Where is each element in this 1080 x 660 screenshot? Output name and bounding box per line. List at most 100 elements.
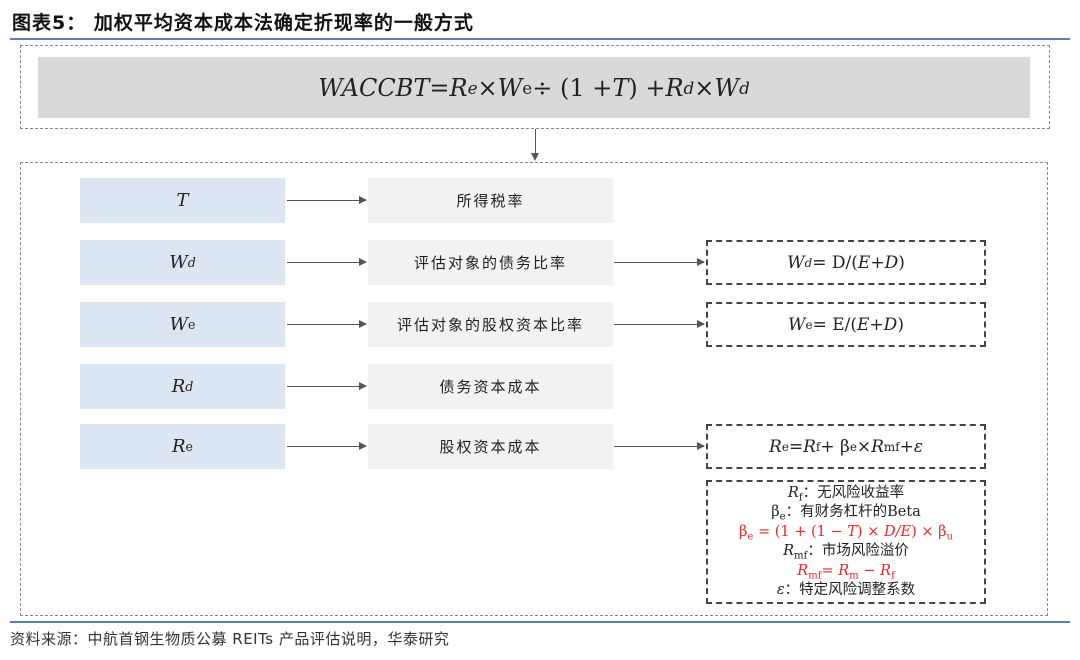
formula-token: mf <box>808 570 822 582</box>
formula-token: × <box>856 436 872 457</box>
formula-token: R <box>665 73 684 102</box>
arrow <box>287 258 367 266</box>
formula-token: W <box>788 314 806 335</box>
formula-token: W <box>497 73 523 102</box>
arrow <box>287 196 367 204</box>
formula-token: D <box>883 314 898 335</box>
formula-token: R <box>171 436 186 457</box>
note-line: ε：特定风险调整系数 <box>777 581 915 601</box>
formula-token: R <box>787 484 799 501</box>
description-box: 所得税率 <box>368 178 613 223</box>
formula-token: R <box>880 562 892 579</box>
formula-token: ε <box>913 436 923 457</box>
components-frame <box>20 162 1048 616</box>
formula-token: W <box>714 73 740 102</box>
formula-token: β <box>771 504 780 520</box>
formula-token: T <box>176 190 189 211</box>
formula-token: WACCBT <box>318 73 430 102</box>
formula-token: ÷ (1 + <box>532 73 613 102</box>
formula-token: + β <box>820 436 850 457</box>
formula-token: ) <box>898 252 905 273</box>
formula-token: R <box>838 562 850 579</box>
note-line: βe：有财务杠杆的Beta <box>771 503 921 523</box>
formula-token: ：有财务杠杆的Beta <box>785 504 921 520</box>
formula-token: ) <box>897 314 904 335</box>
down-arrow <box>535 129 536 157</box>
note-line: βe = (1 + (1 − T) × D/E) × βu <box>739 523 953 543</box>
note-line: Rf：无风险收益率 <box>788 484 904 504</box>
down-arrow-head <box>531 153 539 161</box>
figure-title: 图表5： 加权平均资本成本法确定折现率的一般方式 <box>12 12 474 34</box>
source-rule <box>10 621 1070 623</box>
formula-token: + <box>899 436 914 457</box>
formula-token: f <box>891 570 895 582</box>
formula-token: = <box>788 436 804 457</box>
formula-token: e <box>779 511 786 523</box>
formula-token: W <box>169 252 188 273</box>
formula-token: ) × β <box>911 523 947 540</box>
arrow <box>614 320 705 328</box>
formula-token: R <box>797 562 809 579</box>
formula-token: × <box>477 73 498 102</box>
description-box: 评估对象的债务比率 <box>368 240 613 285</box>
formula-token: R <box>871 436 884 457</box>
formula-token: + <box>870 252 885 273</box>
formula-token: ：特定风险调整系数 <box>784 582 916 598</box>
formula-token: = <box>821 562 839 579</box>
description-box: 股权资本成本 <box>368 424 613 469</box>
formula-token: mf <box>794 550 808 562</box>
formula-token: T <box>612 73 629 102</box>
formula-token: W <box>787 252 805 273</box>
top-formula-frame <box>20 45 1050 129</box>
formula-token: ) × <box>856 523 884 540</box>
formula-token: × <box>694 73 715 102</box>
formula-token: ：无风险收益率 <box>802 484 905 501</box>
formula-token: u <box>946 531 954 543</box>
formula-token: E <box>857 314 870 335</box>
source-text: 资料来源：中航首钢生物质公募 REITs 产品评估说明，华泰研究 <box>10 630 450 648</box>
formula-token: D <box>884 252 899 273</box>
note-line: Rmf= Rm − Rf <box>797 562 895 582</box>
arrow <box>287 320 367 328</box>
arrow <box>614 258 705 266</box>
arrow <box>287 442 367 450</box>
formula-token: − <box>858 562 881 579</box>
description-box: 评估对象的股权资本比率 <box>368 302 613 347</box>
arrow <box>287 382 367 390</box>
formula-token: R <box>783 543 795 559</box>
formula-token: = (1 + (1 − <box>753 523 848 540</box>
formula-token: T <box>847 523 857 540</box>
formula-token: m <box>849 570 859 582</box>
title-rule <box>10 38 1070 40</box>
formula-token: W <box>169 314 189 335</box>
note-line: Rmf：市场风险溢价 <box>783 542 909 562</box>
variable-box: T <box>80 178 285 223</box>
formula-token: ε <box>776 582 785 598</box>
formula-token: E <box>857 252 871 273</box>
formula-token: R <box>803 436 816 457</box>
formula-token: R <box>769 436 782 457</box>
formula-token: ：市场风险溢价 <box>807 543 909 559</box>
formula-token: + <box>869 314 884 335</box>
formula-token: R <box>171 376 186 397</box>
description-box: 债务资本成本 <box>368 364 613 409</box>
formula-token: e <box>747 531 754 543</box>
formula-token: β <box>738 523 748 540</box>
formula-token: D/E <box>883 523 912 540</box>
formula-token: ) + <box>628 73 666 102</box>
formula-token: = <box>429 73 450 102</box>
formula-token: = E/( <box>812 314 857 335</box>
formula-token: f <box>798 492 803 504</box>
formula-token: R <box>449 73 468 102</box>
formula-token: = D/( <box>812 252 858 273</box>
arrow <box>614 442 705 450</box>
